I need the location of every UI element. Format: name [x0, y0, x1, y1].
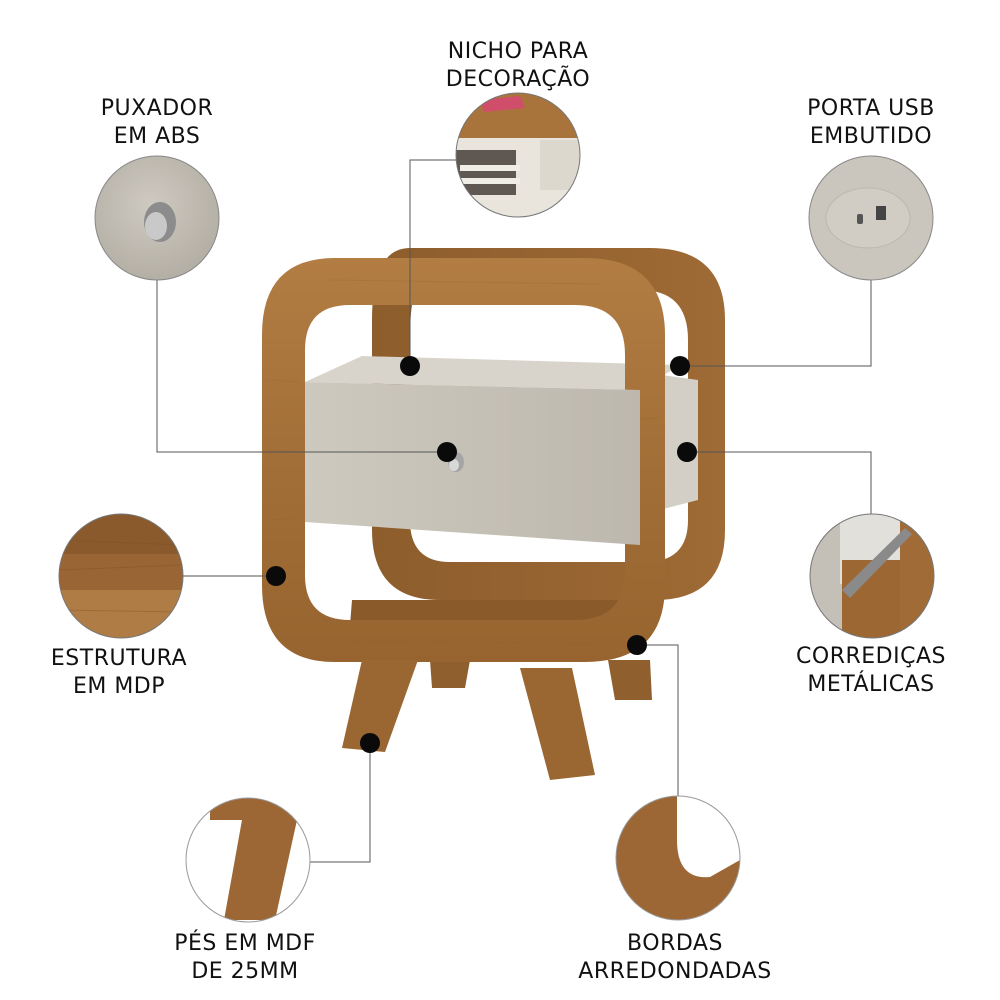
label-bordas: BORDAS ARREDONDADAS [578, 931, 772, 984]
dot-corredicas [677, 442, 697, 462]
dot-pes [360, 733, 380, 753]
dot-puxador [437, 442, 457, 462]
front-frame [262, 258, 665, 662]
label-estrutura: ESTRUTURA EM MDP [50, 646, 188, 699]
usb-c-port-icon [857, 214, 863, 224]
detail-circle-usb [808, 155, 934, 281]
label-usb: PORTA USB EMBUTIDO [807, 96, 935, 149]
detail-circle-bordas [616, 796, 740, 920]
back-leg-left [430, 660, 470, 688]
detail-circle-pes [186, 798, 310, 922]
dot-nicho [400, 356, 420, 376]
front-leg-right [520, 668, 595, 780]
label-nicho: NICHO PARA DECORAÇÃO [445, 39, 591, 92]
callout-dots [266, 356, 697, 753]
back-leg-right [608, 660, 652, 700]
detail-circle-nicho [456, 93, 580, 217]
slide-rail-icon [842, 528, 912, 598]
dot-bordas [627, 635, 647, 655]
label-pes: PÉS EM MDF DE 25MM [174, 931, 316, 984]
front-leg-left [342, 660, 418, 752]
detail-circle-corredicas [810, 514, 934, 638]
label-corredicas: CORREDIÇAS METÁLICAS [796, 644, 946, 697]
dot-usb [670, 356, 690, 376]
bottom-shelf [350, 600, 640, 625]
drawer-front [305, 382, 640, 545]
label-puxador: PUXADOR EM ABS [100, 96, 214, 149]
detail-circle-puxador [94, 155, 220, 281]
drawer-top [305, 356, 680, 390]
usb-a-port-icon [876, 206, 886, 220]
dot-estrutura [266, 566, 286, 586]
detail-circle-estrutura [59, 514, 183, 638]
leader-lines [156, 159, 872, 863]
